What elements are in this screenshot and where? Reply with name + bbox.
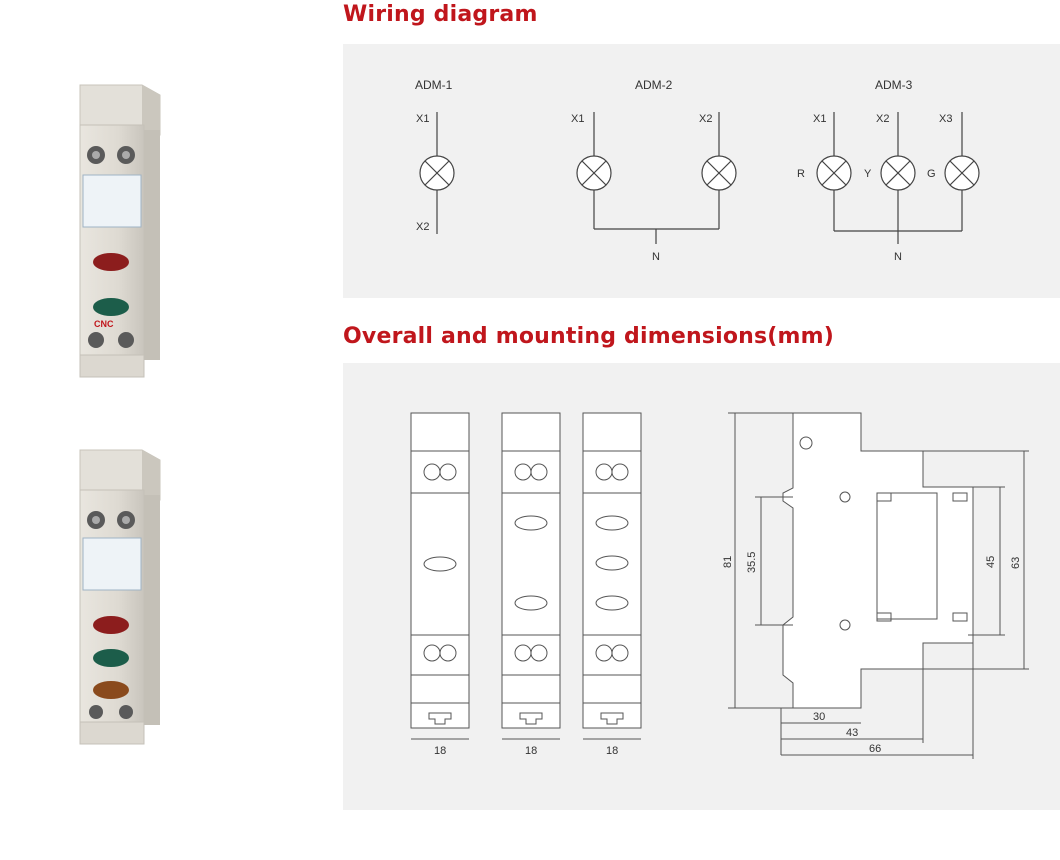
adm3-g-label: G bbox=[927, 168, 936, 180]
dim-35-5: 35.5 bbox=[746, 552, 758, 573]
dimensions-heading: Overall and mounting dimensions(mm) bbox=[343, 324, 835, 349]
adm2-diagram: ADM-2 X1 X2 N bbox=[571, 78, 737, 263]
width-adm3: 18 bbox=[606, 745, 618, 757]
adm3-x1-label: X1 bbox=[813, 113, 826, 125]
adm3-x2-label: X2 bbox=[876, 113, 889, 125]
adm3-x3-label: X3 bbox=[939, 113, 952, 125]
adm2-n-label: N bbox=[652, 251, 660, 263]
dim-45: 45 bbox=[985, 556, 997, 568]
adm3-n-label: N bbox=[894, 251, 902, 263]
wiring-diagram-heading: Wiring diagram bbox=[343, 2, 538, 27]
adm3-y-label: Y bbox=[864, 168, 872, 180]
adm1-label: ADM-1 bbox=[415, 78, 453, 92]
adm3-label: ADM-3 bbox=[875, 78, 913, 92]
width-adm1: 18 bbox=[434, 745, 446, 757]
side-view: 81 35.5 45 63 30 43 66 bbox=[722, 412, 1029, 759]
adm2-x1-label: X1 bbox=[571, 113, 584, 125]
brand-logo-1: CNC bbox=[94, 319, 114, 329]
dim-63: 63 bbox=[1010, 557, 1022, 569]
adm1-x2-label: X2 bbox=[416, 221, 429, 233]
adm1-diagram: ADM-1 X1 X2 bbox=[415, 78, 455, 234]
dim-43: 43 bbox=[846, 727, 858, 739]
dim-81: 81 bbox=[722, 556, 734, 568]
front-view-adm3: 18 bbox=[582, 412, 642, 757]
width-adm2: 18 bbox=[525, 745, 537, 757]
product-photo-adm3 bbox=[50, 420, 190, 750]
product-photo-adm1: CNC bbox=[50, 55, 190, 385]
adm3-r-label: R bbox=[797, 168, 805, 180]
dimensions-panel: 18 18 bbox=[343, 363, 1060, 810]
adm1-x1-label: X1 bbox=[416, 113, 429, 125]
dim-30: 30 bbox=[813, 711, 825, 723]
front-view-adm1: 18 bbox=[410, 412, 470, 757]
adm3-diagram: ADM-3 X1 X2 X3 R Y G N bbox=[797, 78, 980, 263]
adm2-x2-label: X2 bbox=[699, 113, 712, 125]
adm2-label: ADM-2 bbox=[635, 78, 673, 92]
dim-66: 66 bbox=[869, 743, 881, 755]
wiring-diagram-panel: ADM-1 X1 X2 ADM-2 X1 X2 N ADM- bbox=[343, 44, 1060, 298]
front-view-adm2: 18 bbox=[501, 412, 561, 757]
